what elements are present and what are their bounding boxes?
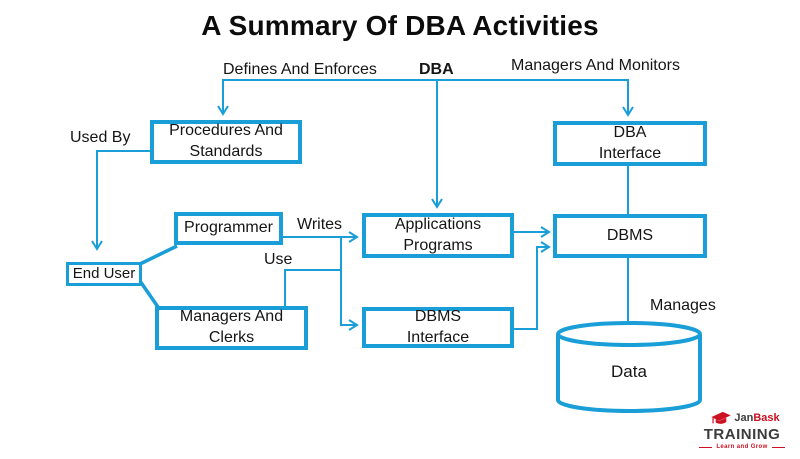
node-dbms-interface: DBMS Interface: [362, 307, 514, 348]
logo-brand: JanBask: [734, 413, 779, 424]
logo-tagline: Learn and Grow: [699, 444, 784, 450]
edge-use: [284, 269, 341, 308]
graduation-cap-icon: [711, 411, 732, 424]
data-cylinder-body: [556, 334, 702, 413]
label-defines-and-enforces: Defines And Enforces: [223, 61, 377, 78]
janbask-logo: JanBask TRAINING Learn and Grow: [694, 411, 790, 450]
logo-brand-part2: Bask: [753, 412, 780, 424]
page-title: A Summary Of DBA Activities: [201, 10, 599, 41]
node-dbms: DBMS: [553, 214, 707, 258]
data-cylinder-top: [556, 321, 702, 347]
edge-use-dbms-interface: [340, 237, 359, 331]
label-managers-and-monitors: Managers And Monitors: [511, 57, 680, 74]
node-end-user: End User: [66, 262, 142, 286]
label-used-by: Used By: [70, 129, 131, 146]
data-cylinder: [556, 321, 702, 413]
edge-dba-fanout: [217, 79, 634, 117]
node-managers-and-clerks: Managers And Clerks: [155, 306, 308, 350]
node-data-label: Data: [611, 362, 647, 381]
node-programmer: Programmer: [174, 212, 283, 245]
node-procedures-and-standards: Procedures And Standards: [150, 120, 302, 164]
label-use: Use: [264, 251, 293, 268]
label-manages: Manages: [650, 297, 716, 314]
node-applications-programs: Applications Programs: [362, 213, 514, 258]
label-dba: DBA: [419, 61, 454, 78]
edge-enduser-programmer: [139, 244, 178, 266]
edge-used-by: [91, 150, 150, 251]
logo-brand-part1: Jan: [734, 412, 754, 424]
edge-dbms-interface-dbms: [514, 241, 551, 330]
edge-enduser-managers: [138, 280, 160, 308]
label-writes: Writes: [297, 216, 343, 233]
logo-line2: TRAINING: [703, 426, 781, 443]
node-dba-interface: DBA Interface: [553, 121, 707, 166]
